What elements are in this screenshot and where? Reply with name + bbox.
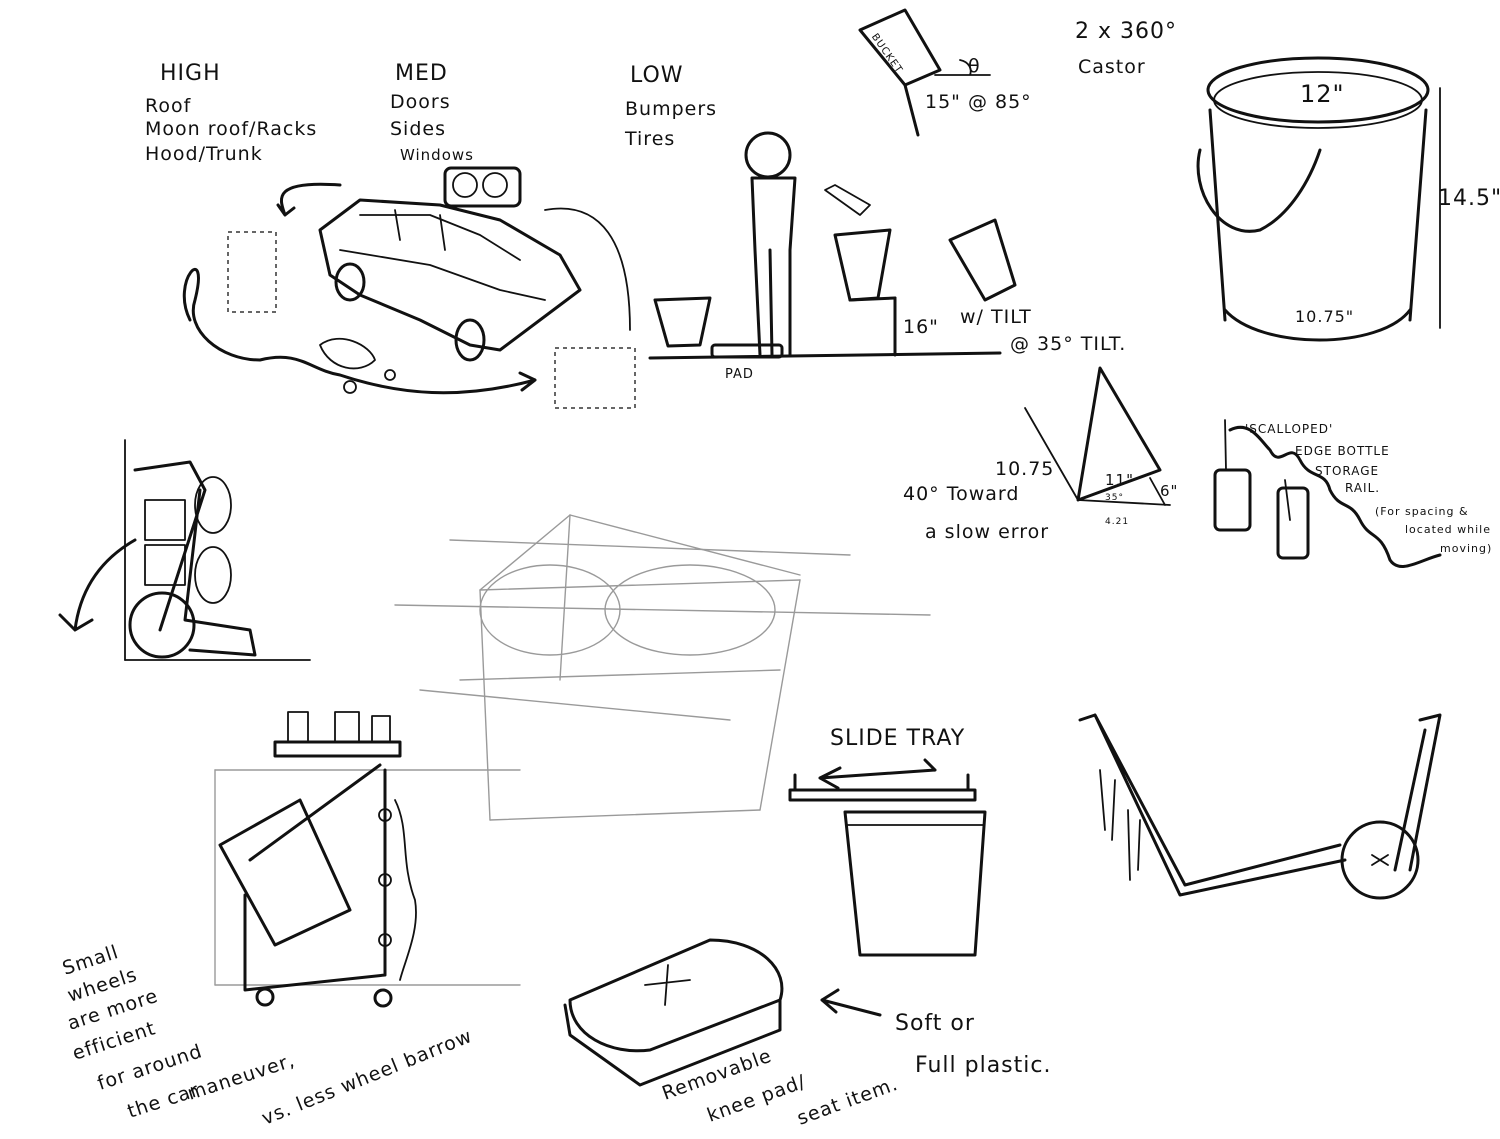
side-length-label: 10.75	[995, 458, 1054, 480]
bucket-height: 14.5"	[1438, 186, 1500, 211]
zone-high-heading: HIGH	[160, 61, 221, 86]
base-length-label: 6"	[1160, 482, 1178, 500]
tilted-bucket-small	[860, 10, 940, 85]
zone-low-heading: LOW	[630, 63, 684, 88]
inner-base-label: 4.21	[1105, 517, 1129, 527]
hand-truck-sketch	[1080, 715, 1440, 898]
travel-path	[278, 184, 340, 215]
cart-frame	[245, 765, 385, 990]
person-body	[752, 178, 795, 355]
bottle-shelf	[275, 742, 400, 756]
bottle-left	[1215, 470, 1250, 530]
zone-med-item-windows: Windows	[400, 146, 474, 164]
person-head	[746, 133, 790, 177]
knee-pad	[570, 940, 782, 1051]
tilt-angle-sketch: BUCKET θ 15" @ 85° 2 x 360° Castor	[860, 10, 1177, 135]
caster-label: Castor	[1078, 56, 1146, 78]
slide-tray	[790, 775, 975, 800]
zone-low-item-tires: Tires	[624, 128, 675, 150]
cart-caster-right	[375, 990, 391, 1006]
pad-label: PAD	[725, 367, 754, 382]
tilt-arrow	[60, 540, 135, 630]
rail-note3: moving)	[1440, 542, 1492, 555]
triangle-angle-sketch: 10.75 11" 6" 35° 4.21 40° Toward a slow …	[903, 368, 1178, 543]
wheelbarrow-note: vs. less wheel barrow	[259, 1025, 476, 1130]
tilt-cart-sketch	[60, 440, 310, 660]
zone-high-item-hood: Hood/Trunk	[145, 143, 263, 165]
angle-note: 15" @ 85°	[925, 91, 1032, 113]
bucket-top-diameter: 12"	[1300, 80, 1345, 108]
zone-high-list: HIGH Roof Moon roof/Racks Hood/Trunk	[145, 61, 317, 165]
zone-high-item-moonroof: Moon roof/Racks	[145, 118, 317, 140]
tilt-angle-label: @ 35° TILT.	[1010, 333, 1126, 355]
cart-notes: Small wheels are more efficient for arou…	[60, 941, 476, 1130]
zone-med-item-doors: Doors	[390, 91, 451, 113]
knee-pad-sketch: Soft or Full plastic. Removable knee pad…	[565, 940, 1051, 1130]
bucket-on-floor	[655, 298, 710, 346]
bottle-rail-sketch: 'SCALLOPED' EDGE BOTTLE STORAGE RAIL. (F…	[1215, 420, 1492, 566]
hand-truck-frame	[1080, 715, 1345, 895]
station-outline-left	[228, 232, 276, 312]
rail-line1: 'SCALLOPED'	[1245, 422, 1333, 436]
bucket-dimensions-sketch: 12" 14.5" 10.75"	[1198, 58, 1500, 340]
rail-note2: located while	[1405, 523, 1491, 536]
angle-note-line1: 40° Toward	[903, 483, 1019, 505]
raised-bucket	[835, 230, 890, 300]
rail-line3: STORAGE	[1315, 464, 1379, 478]
rail-note1: (For spacing &	[1375, 505, 1469, 518]
with-tilt-label: w/ TILT	[960, 306, 1032, 328]
pad-material-line2: Full plastic.	[915, 1053, 1051, 1078]
angle-theta: θ	[968, 55, 981, 77]
zone-low-item-bumpers: Bumpers	[625, 98, 717, 120]
bottle-right	[1278, 488, 1308, 558]
tilted-bucket	[950, 220, 1015, 300]
slide-tray-label: SLIDE TRAY	[830, 726, 965, 751]
bucket-bottom-diameter: 10.75"	[1295, 307, 1354, 326]
zone-high-item-roof: Roof	[145, 95, 192, 117]
inner-angle-label: 35°	[1105, 493, 1124, 503]
pad-label-line3: seat item.	[794, 1073, 901, 1130]
figure-height-sketch: PAD 16" w/ TILT @ 35° TILT.	[650, 133, 1126, 382]
cart-bin	[220, 800, 350, 945]
cart-caster-left	[257, 989, 273, 1005]
rail-line2: EDGE BOTTLE	[1295, 444, 1390, 458]
zone-med-heading: MED	[395, 61, 448, 86]
slide-tray-sketch: SLIDE TRAY	[790, 726, 985, 955]
caster-count: 2 x 360°	[1075, 19, 1177, 44]
hyp-length-label: 11"	[1105, 471, 1134, 489]
utility-cart-sketch	[215, 712, 520, 1006]
zone-low-list: LOW Bumpers Tires	[624, 63, 717, 150]
perspective-guide-sketch	[395, 515, 930, 820]
bucket-under-tray	[845, 812, 985, 955]
pad-material-line1: Soft or	[895, 1011, 975, 1036]
rail-line4: RAIL.	[1345, 481, 1380, 495]
car-workflow-sketch	[184, 168, 635, 408]
bucket-tag: BUCKET	[869, 32, 904, 76]
bucket-wall	[1210, 110, 1426, 320]
slide-tray-arrow	[820, 760, 935, 788]
height-16-label: 16"	[903, 316, 939, 338]
zone-med-item-sides: Sides	[390, 118, 446, 140]
station-outline-right	[555, 348, 635, 408]
pad-arrow	[822, 990, 880, 1015]
zone-med-list: MED Doors Sides Windows	[390, 61, 474, 164]
angle-note-line2: a slow error	[925, 521, 1049, 543]
